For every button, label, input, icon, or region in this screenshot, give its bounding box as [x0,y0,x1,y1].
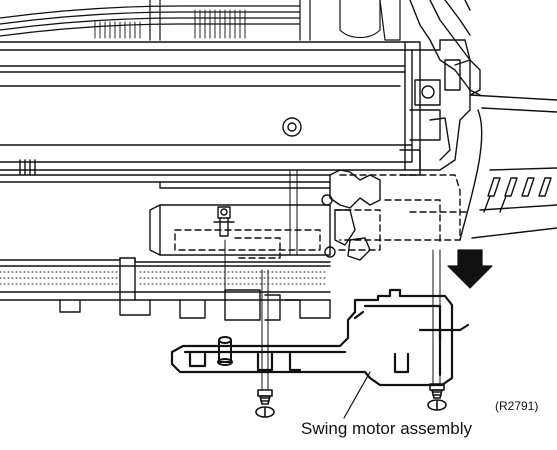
paper-slots [483,177,552,213]
base-bar [0,257,331,301]
screw-icon [255,389,275,418]
figure-reference: (R2791) [495,399,539,413]
plate-post [213,206,235,237]
swing-motor-assembly [170,288,470,387]
part-callout-label: Swing motor assembly [301,419,473,438]
right-bracket [409,39,481,171]
gear-cluster [321,149,421,261]
arrow-down-icon [447,249,493,289]
ribbon-hatching [94,9,246,39]
middle-plate [149,204,331,256]
assembly-boss [217,336,233,366]
screw-icon [427,383,447,411]
housing-bolt [282,117,302,137]
ribbon-cables [0,0,401,41]
callout-leader [343,371,371,419]
paper-sheet [459,94,557,241]
lower-rail [0,159,331,189]
main-housing [0,41,421,171]
base-bar-stipple [0,271,326,285]
guide-lines [224,169,441,391]
lower-clips [59,289,331,321]
